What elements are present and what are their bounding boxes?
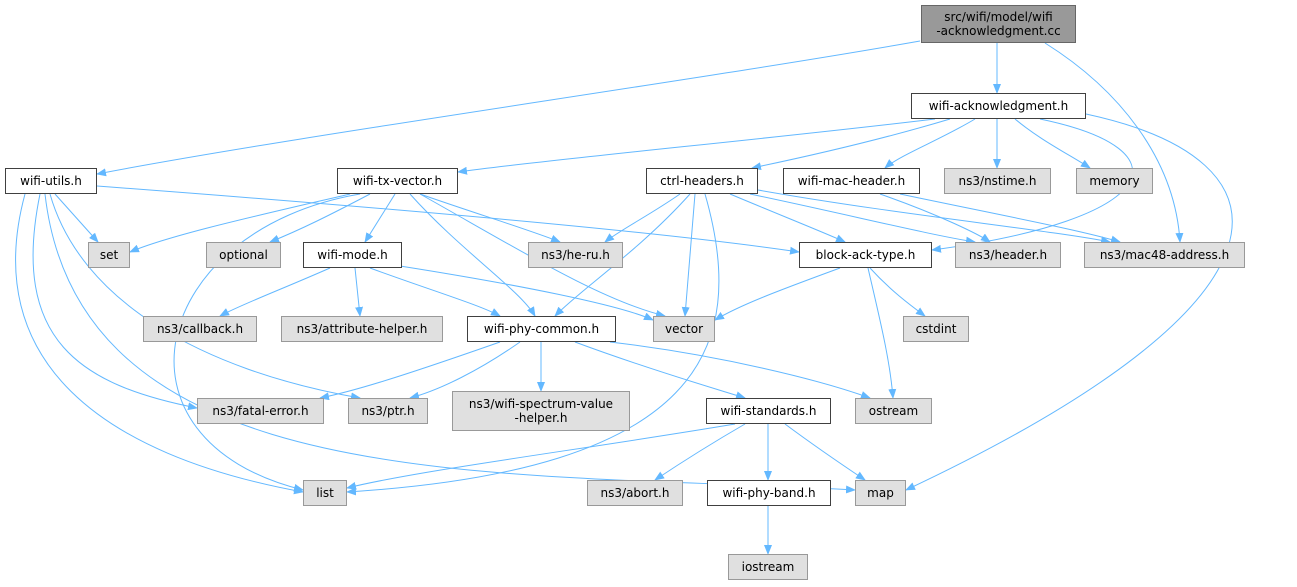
node-ns3-fatal-error-h: ns3/fatal-error.h — [197, 398, 324, 424]
node-iostream: iostream — [728, 554, 808, 580]
node-wifi-tx-vector-h[interactable]: wifi-tx-vector.h — [337, 168, 458, 194]
edge-root-to-wifi-utils — [96, 40, 921, 177]
edge-wifi-mode-to-attribute — [354, 267, 364, 317]
node-ctrl-headers-h[interactable]: ctrl-headers.h — [646, 168, 758, 194]
node-optional: optional — [206, 242, 281, 268]
node-wifi-mode-h[interactable]: wifi-mode.h — [303, 242, 402, 268]
edge-mac-header-to-mac48 — [899, 193, 1121, 244]
edge-standards-to-list — [346, 423, 736, 490]
edge-tx-vector-to-phy-common — [409, 193, 536, 317]
edge-wifi-mode-to-vector — [399, 265, 654, 321]
edge-tx-vector-to-wifi-mode — [364, 193, 396, 243]
node-vector: vector — [653, 316, 715, 342]
edge-ctrl-headers-to-mac48 — [757, 189, 1111, 245]
node-ns3-mac48-address-h: ns3/mac48-address.h — [1084, 242, 1245, 268]
edge-root-to-mac48 — [1044, 42, 1184, 243]
edge-tx-vector-to-optional — [269, 193, 371, 243]
edge-tx-vector-to-list — [173, 193, 361, 492]
edge-wifi-utils-to-ptr — [49, 193, 361, 401]
node-ns3-header-h: ns3/header.h — [955, 242, 1061, 268]
edge-wifi-utils-to-block-ack — [96, 185, 800, 255]
edge-ctrl-headers-to-he-ru — [604, 193, 681, 243]
edge-ctrl-headers-to-vector — [681, 193, 696, 317]
edge-mac-header-to-header — [879, 193, 991, 243]
edge-block-ack-to-cstdint — [869, 267, 926, 317]
edge-wifi-ack-to-mac-header — [884, 118, 976, 169]
edge-wifi-ack-to-memory — [1014, 118, 1091, 169]
edge-block-ack-to-vector — [714, 267, 841, 321]
node-map: map — [855, 480, 906, 506]
node-root-wifi-acknowledgment-cc: src/wifi/model/wifi -acknowledgment.cc — [921, 5, 1076, 43]
node-ns3-callback-h: ns3/callback.h — [143, 316, 257, 342]
node-ns3-he-ru-h: ns3/he-ru.h — [528, 242, 623, 268]
node-list: list — [303, 480, 347, 506]
edge-ctrl-headers-to-list — [346, 193, 720, 496]
edge-ctrl-headers-to-header — [749, 193, 976, 245]
node-ns3-nstime-h: ns3/nstime.h — [944, 168, 1051, 194]
node-wifi-phy-common-h[interactable]: wifi-phy-common.h — [467, 316, 616, 342]
edge-standards-to-abort — [654, 423, 746, 481]
edge-phy-common-to-standards — [574, 341, 746, 400]
edge-wifi-ack-to-ctrl-headers — [751, 118, 951, 171]
edge-phy-common-to-fatal — [319, 341, 501, 401]
node-ostream: ostream — [855, 398, 932, 424]
edge-wifi-ack-to-tx-vector — [457, 118, 936, 175]
edge-wifi-mode-to-callback — [219, 267, 331, 317]
node-ns3-ptr-h: ns3/ptr.h — [348, 398, 428, 424]
node-ns3-abort-h: ns3/abort.h — [587, 480, 683, 506]
edge-wifi-utils-to-list — [15, 193, 304, 495]
edge-wifi-utils-to-map — [44, 193, 856, 494]
node-wifi-standards-h[interactable]: wifi-standards.h — [706, 398, 831, 424]
node-ns3-wifi-spectrum-value-helper-h: ns3/wifi-spectrum-value -helper.h — [452, 391, 630, 431]
node-memory: memory — [1076, 168, 1153, 194]
edge-wifi-mode-to-phy-common — [369, 267, 501, 317]
node-set: set — [88, 242, 130, 268]
edge-tx-vector-to-vector — [419, 193, 666, 318]
edge-tx-vector-to-he-ru — [419, 193, 561, 243]
node-wifi-utils-h[interactable]: wifi-utils.h — [5, 168, 97, 194]
edge-ctrl-headers-to-block-ack — [729, 193, 846, 243]
node-cstdint: cstdint — [903, 316, 969, 342]
edge-block-ack-to-ostream — [867, 267, 897, 399]
edge-wifi-utils-to-fatal — [32, 193, 198, 411]
edge-tx-vector-to-set — [129, 193, 351, 253]
node-block-ack-type-h[interactable]: block-ack-type.h — [799, 242, 932, 268]
node-wifi-mac-header-h[interactable]: wifi-mac-header.h — [783, 168, 920, 194]
edge-phy-common-to-ostream — [609, 341, 871, 399]
edge-standards-to-map — [784, 423, 866, 481]
node-ns3-attribute-helper-h: ns3/attribute-helper.h — [281, 316, 443, 342]
edge-wifi-utils-to-set — [54, 193, 99, 243]
node-wifi-phy-band-h[interactable]: wifi-phy-band.h — [707, 480, 831, 506]
edge-phy-common-to-ptr — [409, 341, 521, 400]
node-wifi-acknowledgment-h[interactable]: wifi-acknowledgment.h — [911, 93, 1086, 119]
